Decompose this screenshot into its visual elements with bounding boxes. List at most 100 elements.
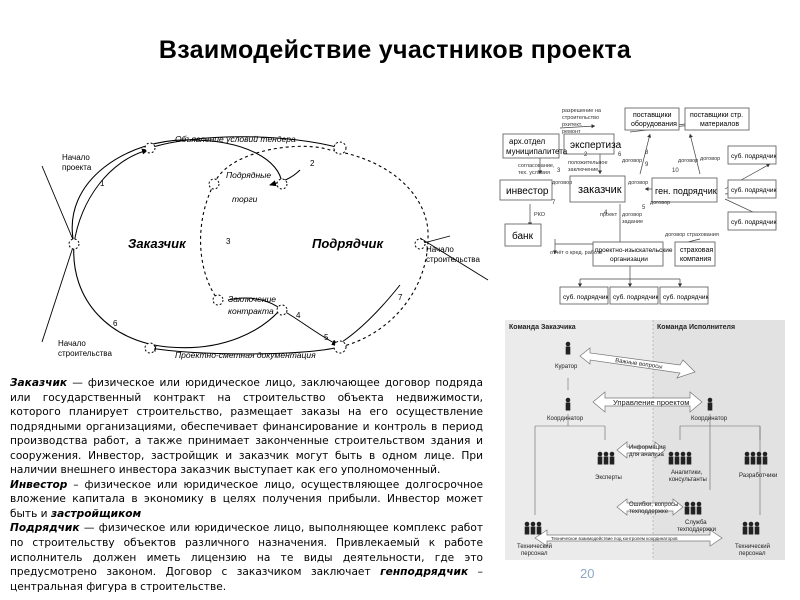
experts-label: Эксперты [595,475,622,481]
step-number-7: 7 [398,293,403,302]
start-construction-left-1: Начало [58,339,86,348]
org-num-3: 3 [557,168,561,174]
curator-label: Куратор [555,364,578,370]
bank-box: банк [512,230,534,242]
investor-box: инвестор [506,186,549,197]
coordinator-left-label: Координатор [547,416,584,422]
info-arrow-label-1: Информация [629,445,666,451]
contractor-definition-tail: – центральная фигура в строительстве. [10,566,483,593]
edge-permit-2: строительство [562,115,599,121]
customer-center-label: Заказчик [128,236,187,251]
edge-contract-3: договор [552,180,572,186]
contractor-definition-body: — физическое или юридическое лицо, выпол… [10,522,483,579]
contract-label-1: Заключение [228,294,276,304]
edge-insurance-contract: договор страхования [665,232,719,238]
slide-number: 20 [580,566,595,581]
customer-definition: Заказчик — физическое или юридическое ли… [10,376,483,478]
bottom-arrow-label: Проектно-сметная документация [175,350,316,360]
org-num-4: 4 [604,210,608,216]
participants-cycle-diagram: Объявление условий тендера Проектно-смет… [41,134,489,360]
gencontractor-term: генподрядчик [380,566,469,579]
sub-bottom-1: суб. подрядчик [563,293,609,301]
insurance-line2: компания [680,256,711,263]
edge-project: проект [600,212,618,218]
org-num-6: 6 [618,152,622,158]
expertise-box: экспертиза [570,140,622,151]
org-num-2: 2 [584,152,588,158]
edge-contract-4: договор [628,180,648,186]
suppliers-eq-line2: оборудования [631,120,677,128]
contractor-center-label: Подрядчик [312,236,384,251]
start-construction-right-2: строительства [426,255,480,264]
start-project-label-2: проекта [62,163,92,172]
tech-right-label-2: персонал [739,551,766,557]
step-number-1: 1 [100,179,105,188]
sub-bottom-2: суб. подрядчик [613,293,659,301]
start-project-label-1: Начало [62,153,90,162]
edge-contract-5: договор [700,156,720,162]
edge-permit-4: ремонт [562,129,581,135]
coordinator-right-label: Координатор [691,416,728,422]
step-number-3: 3 [226,237,231,246]
design-org-line1: проектно-изыскательские [595,247,673,254]
customer-team-header: Команда Заказчика [509,324,576,331]
support-label-1: Служба [685,520,707,526]
step-number-6: 6 [113,319,118,328]
bids-label-2: торги [232,194,258,204]
contractor-definition: Подрядчик — физическое или юридическое л… [10,521,483,594]
team-interaction-chart: Команда Заказчика Команда Исполнителя Ва… [505,320,785,560]
info-arrow-label-2: для анализа [629,452,665,458]
org-num-7: 7 [552,200,556,206]
project-mgmt-label: Управление проектом [613,398,689,407]
org-num-9: 9 [645,162,649,168]
step-number-2: 2 [310,159,315,168]
step-number-4: 4 [296,311,301,320]
developer-term: застройщиком [50,507,142,520]
sub-right-1: суб. подрядчик [731,152,777,160]
bids-label-1: Подрядные [226,170,271,180]
start-construction-left-2: строительства [58,349,112,358]
sub-bottom-3: суб. подрядчик [663,293,709,301]
analysts-label-1: Аналитики, [671,470,703,476]
edge-task-2: задание [622,219,643,225]
tech-left-label-2: персонал [521,551,548,557]
support-label-2: техподдержки [677,527,716,533]
edge-contract-1: договор [622,158,642,164]
suppliers-mat-line2: материалов [700,121,739,128]
arch-box-line2: муниципалитета [506,147,568,156]
customer-definition-body: — физическое или юридическое лицо, заклю… [10,377,483,477]
tech-right-label-1: Технический [735,543,770,550]
organizational-chart: арх.отдел муниципалитета экспертиза пост… [499,107,777,305]
contractor-term: Подрядчик [10,522,80,535]
slide-title: Взаимодействие участников проекта [158,36,632,64]
org-num-8: 8 [645,150,649,156]
customer-box: заказчик [578,184,622,196]
org-num-5: 5 [642,205,646,211]
edge-task-1: договор [622,212,642,218]
tech-interaction-label: Техническое взаимодействие под контролем… [551,535,678,541]
edge-contract-6: договор [650,200,670,206]
top-arrow-label: Объявление условий тендера [175,134,296,144]
executor-team-header: Команда Исполнителя [657,324,735,331]
edge-approval-1: согласование, [518,163,555,169]
sub-right-3: суб. подрядчик [731,218,777,226]
step-number-5: 5 [324,333,329,342]
definitions-text: Заказчик — физическое или юридическое ли… [10,376,483,594]
investor-definition: Инвестор – физическое или юридическое ли… [10,478,483,522]
errors-arrow-label-1: Ошибки, вопросы [629,502,678,508]
tech-left-label-1: Технический [517,543,552,550]
errors-arrow-label-2: техподдержке [629,509,669,515]
edge-permit-3: рхитект. [562,122,583,128]
gen-contractor-box: ген. подрядчик [655,186,717,196]
insurance-line1: страховая [680,247,713,254]
sub-right-2: суб. подрядчик [731,186,777,194]
edge-approval-2: тех. условия [518,170,550,176]
edge-permit-1: разрешение на [562,108,602,114]
suppliers-eq-line1: поставщики [633,112,672,119]
edge-rko: РКО [534,212,546,218]
edge-positive-1: положительное [568,160,608,166]
design-org-line2: организации [610,256,648,263]
contract-label-2: контракта [228,306,274,316]
edge-credit: отчёт о кред. работе [550,250,602,256]
suppliers-mat-line1: поставщики стр. [690,112,743,119]
